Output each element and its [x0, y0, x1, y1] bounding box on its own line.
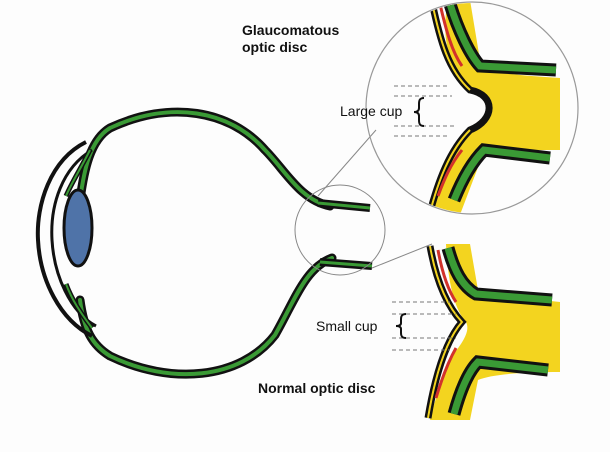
- eyeball: [80, 112, 372, 374]
- large-cup-label: Large cup: [340, 103, 402, 119]
- glaucomatous-title: Glaucomatous optic disc: [242, 22, 339, 56]
- small-cup-label: Small cup: [316, 318, 377, 334]
- glaucomatous-title-line2: optic disc: [242, 39, 339, 56]
- zoom-line-upper: [318, 130, 376, 196]
- glaucomatous-title-line1: Glaucomatous: [242, 22, 339, 39]
- glaucomatous-nerve-yellow: [430, 0, 560, 220]
- glaucomatous-disc: [394, 0, 560, 220]
- normal-disc: [392, 244, 560, 420]
- small-cup-bracket: [396, 314, 406, 338]
- eyeball-choroid-layer: [80, 112, 332, 374]
- normal-disc-title: Normal optic disc: [258, 380, 375, 397]
- lens: [64, 190, 92, 266]
- eyeball-outer-wall: [80, 112, 332, 374]
- large-cup-bracket: [414, 98, 424, 126]
